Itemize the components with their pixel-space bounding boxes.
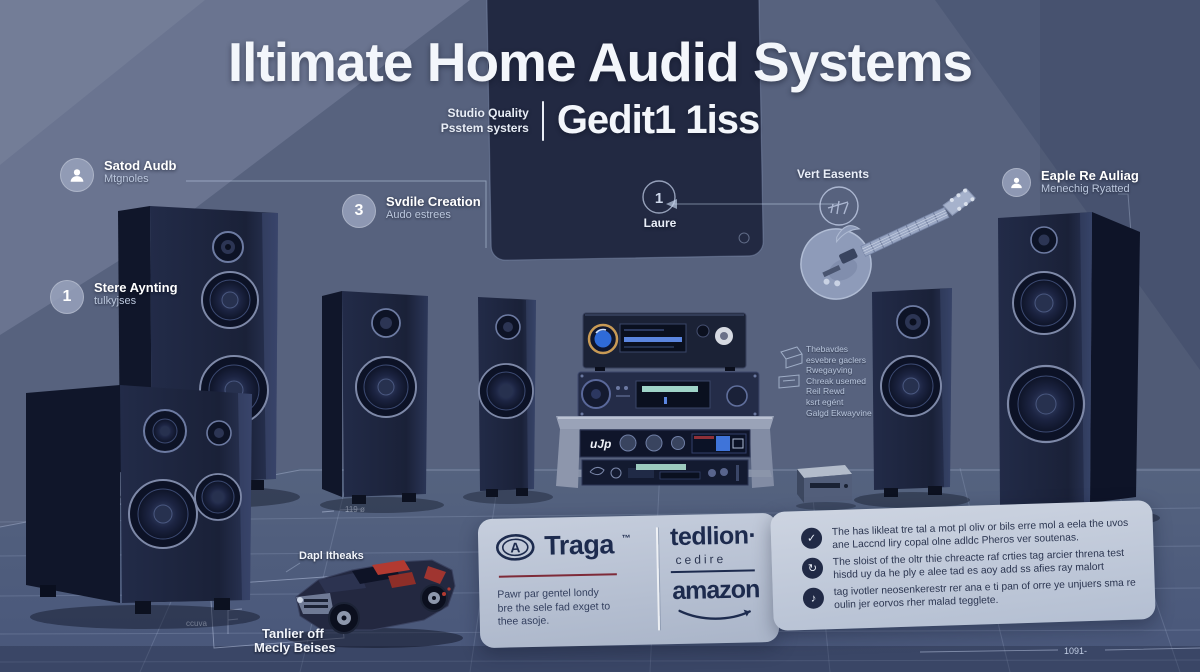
check-icon: ✓ [800, 527, 823, 550]
speaker-tower-right-mid [854, 288, 970, 508]
feature-item: ♪ tag ivotler neosenkerestr rer ana e ti… [802, 577, 1142, 614]
equipment-notes: Thebavdes esvebre gaclers Rwegayving Chr… [806, 344, 872, 418]
brand-tagline: Pawr par gentel londy bre the sele fad e… [497, 586, 610, 629]
callout-svdile-creation: 3 Svdile Creation Audo estrees [342, 194, 481, 228]
features-panel: ✓ The has likleat tre tal a mot pl oliv … [770, 500, 1156, 631]
accent-rule [498, 573, 617, 578]
callout-sated-audb: Satod Audb Mtgnoles [60, 158, 176, 192]
brand2-name: tedlion· [669, 521, 757, 552]
rack-unit-a: uJp [579, 429, 751, 458]
receiver-mid [577, 371, 760, 419]
feature-text: The sloist of the oltr thie chreacte raf… [832, 548, 1125, 581]
callout-stere-aynting: 1 Stere Aynting tulkyjses [50, 280, 178, 314]
feature-item: ↻ The sloist of the oltr thie chreacte r… [801, 548, 1141, 584]
subtitle-divider [541, 100, 544, 141]
brand2-subname: cedire [675, 551, 727, 568]
brand-name: Traga [543, 529, 615, 561]
callout-subtitle: Mtgnoles [104, 173, 149, 185]
equipment-note-icons [778, 346, 803, 389]
car-label-top: Dapl Itheaks [299, 550, 364, 562]
subtitle-row: Studio Quality Psstem systers Gedit1 1is… [0, 98, 1200, 143]
muscle-car [287, 559, 463, 648]
blueprint-tick-right: 1091- [1064, 646, 1087, 656]
person-icon [1002, 168, 1031, 197]
feature-text: The has likleat tre tal a mot pl oliv or… [831, 517, 1129, 551]
subtitle-small-line2: Psstem systers [440, 120, 529, 135]
brand-logo-row: A Traga ™ [494, 529, 631, 563]
svg-text:1: 1 [655, 190, 663, 207]
note-line: Reil Rewd [806, 386, 845, 397]
brand2-rule [670, 569, 755, 574]
feature-item: ✓ The has likleat tre tal a mot pl oliv … [800, 517, 1140, 553]
subtitle-small: Studio Quality Psstem systers [441, 106, 529, 136]
callout-eaple: Eaple Re Auliag Menechig Ryatted [1002, 168, 1139, 197]
callout-laure-label: Laure [643, 216, 677, 230]
car-label-bottom-1: Tanlier off [262, 626, 324, 641]
headline-dark-panel [486, 0, 764, 261]
note-line: ksrt egént [806, 396, 844, 407]
callout-title: Stere Aynting [94, 280, 178, 295]
callout-subtitle: Menechig Ryatted [1041, 183, 1130, 195]
traga-logo-icon: A [495, 533, 535, 561]
person-icon [60, 158, 94, 192]
speaker-bookshelf-left [26, 385, 260, 629]
amplifier-top [582, 312, 747, 371]
subtitle-small-line1: Studio Quality [447, 105, 529, 120]
component-box-small [796, 465, 856, 510]
page-title: Iltimate Home Audid Systems [227, 31, 973, 93]
callout-title: Satod Audb [104, 158, 177, 173]
note-line: Thebavdes [806, 344, 849, 354]
number-3-badge: 3 [342, 194, 376, 228]
note-line: esvebre gaclers [806, 354, 867, 365]
speaker-tower-mid-left [320, 291, 444, 513]
brand-panel: A Traga ™ Pawr par gentel londy bre the … [477, 512, 780, 649]
rack-unit-logo: uJp [590, 437, 611, 451]
blueprint-side-note: ccuva [186, 619, 207, 628]
blueprint-sketch [149, 508, 1200, 653]
guitar-sketch [800, 188, 976, 300]
note-line: Rwegayving [806, 365, 853, 376]
blueprint-tick-left: 119 ø [345, 505, 365, 514]
svg-text:A: A [510, 539, 520, 555]
callout-title: Svdile Creation [386, 194, 481, 209]
callout-vert-easents-label: Vert Easents [797, 167, 870, 181]
tagline-line: bre the sele fad exget to [497, 599, 611, 615]
amazon-smile-icon [678, 609, 751, 620]
panel-divider [655, 527, 661, 631]
feature-text: tag ivotler neosenkerestr rer ana e ti p… [833, 577, 1137, 612]
callout-subtitle: Audo estrees [386, 209, 451, 221]
laure-icon: 1 [642, 180, 676, 214]
tagline-line: thee asoje. [497, 614, 550, 628]
amazon-wordmark: amazon [671, 575, 760, 606]
speaker-tower-mid-right [463, 297, 553, 504]
music-note-icon: ♪ [802, 587, 825, 610]
number-1-badge: 1 [50, 280, 84, 314]
callout-title: Eaple Re Auliag [1041, 168, 1139, 183]
car-label-bottom-2: Mecly Beises [254, 640, 336, 655]
trademark-mark: ™ [621, 532, 631, 544]
vert-easents-icon [819, 186, 859, 226]
rack-unit-b [581, 459, 749, 486]
subtitle-main: Gedit1 1iss [556, 98, 760, 142]
note-line: Chreak usemed [806, 375, 867, 386]
refresh-icon: ↻ [801, 557, 824, 580]
callout-subtitle: tulkyjses [94, 295, 137, 307]
note-line: Galgd Ekwayvine [806, 407, 872, 418]
